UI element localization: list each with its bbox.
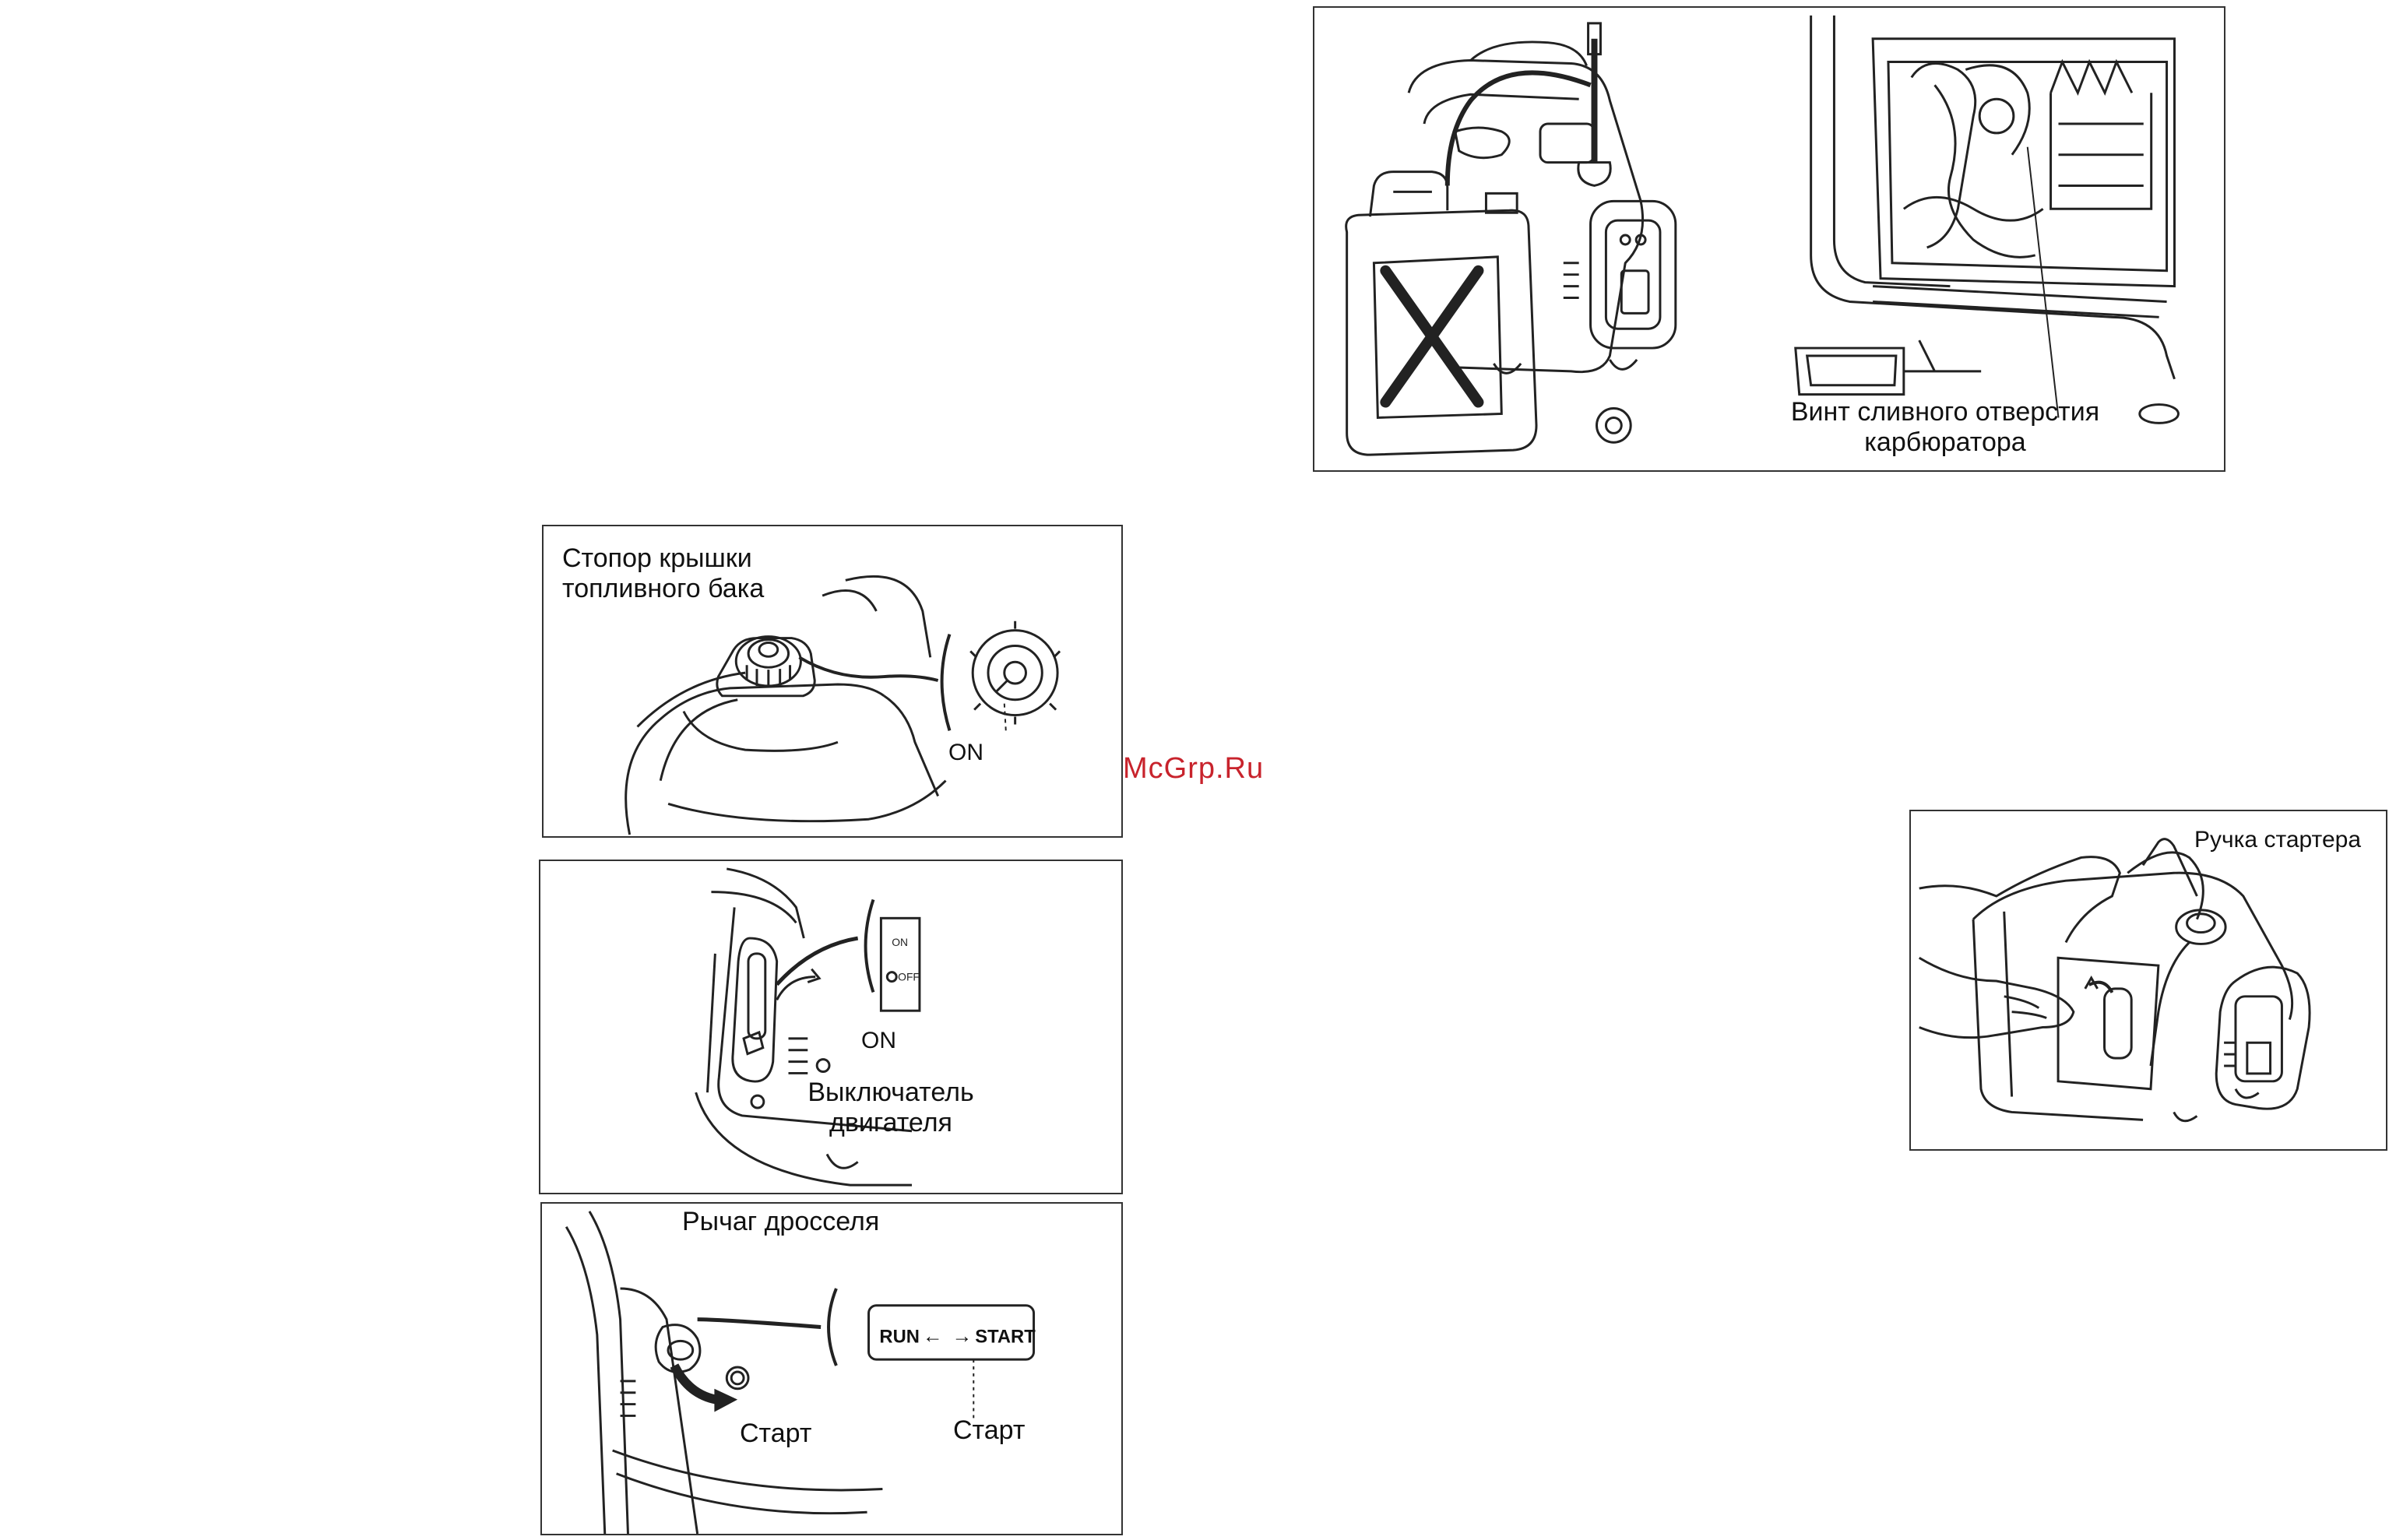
figure-carburetor-drain: Винт сливного отверстия карбюратора [1313,6,2225,472]
choke-run-text: RUN [879,1326,920,1347]
choke-start-text: START [975,1326,1036,1347]
figure-fuel-tank-cap: Стопор крышки топливного бака ON [542,525,1123,838]
figure-starter-handle: Ручка стартера [1909,810,2387,1151]
carburetor-drain-screw-label: Винт сливного отверстия карбюратора [1758,397,2132,458]
fuel-cap-label-line-1: Стопор крышки [562,543,764,574]
choke-start-label-left: Старт [740,1419,811,1449]
drain-label-line-2: карбюратора [1758,427,2132,458]
drain-label-line-1: Винт сливного отверстия [1758,397,2132,427]
switch-panel-on-text: ON [892,936,908,948]
choke-start-label-right: Старт [953,1415,1025,1446]
engine-switch-label: Выключатель двигателя [774,1078,1008,1138]
switch-panel-off-text: OFF [898,971,920,983]
starter-handle-illustration [1911,811,2386,1149]
fuel-cap-on-label: ON [948,740,983,767]
fuel-cap-vent-label: Стопор крышки топливного бака [562,543,764,604]
figure-choke-lever: RUN ← → START Рычаг дросселя Старт Старт [540,1202,1123,1535]
watermark: McGrp.Ru [1123,752,1264,786]
fuel-cap-label-line-2: топливного бака [562,574,764,604]
start-arrow-icon: → [952,1325,973,1347]
run-arrow-icon: ← [923,1325,943,1347]
choke-lever-label: Рычаг дросселя [682,1207,879,1237]
figure-engine-switch: ON OFF ON Выключатель двигателя [539,860,1123,1194]
engine-switch-label-line-1: Выключатель [774,1078,1008,1108]
engine-switch-illustration: ON OFF [540,861,1121,1193]
starter-handle-label: Ручка стартера [2194,827,2361,854]
engine-switch-label-line-2: двигателя [774,1108,1008,1138]
engine-switch-on-label: ON [861,1028,896,1055]
choke-lever-illustration: RUN ← → START [542,1204,1121,1534]
